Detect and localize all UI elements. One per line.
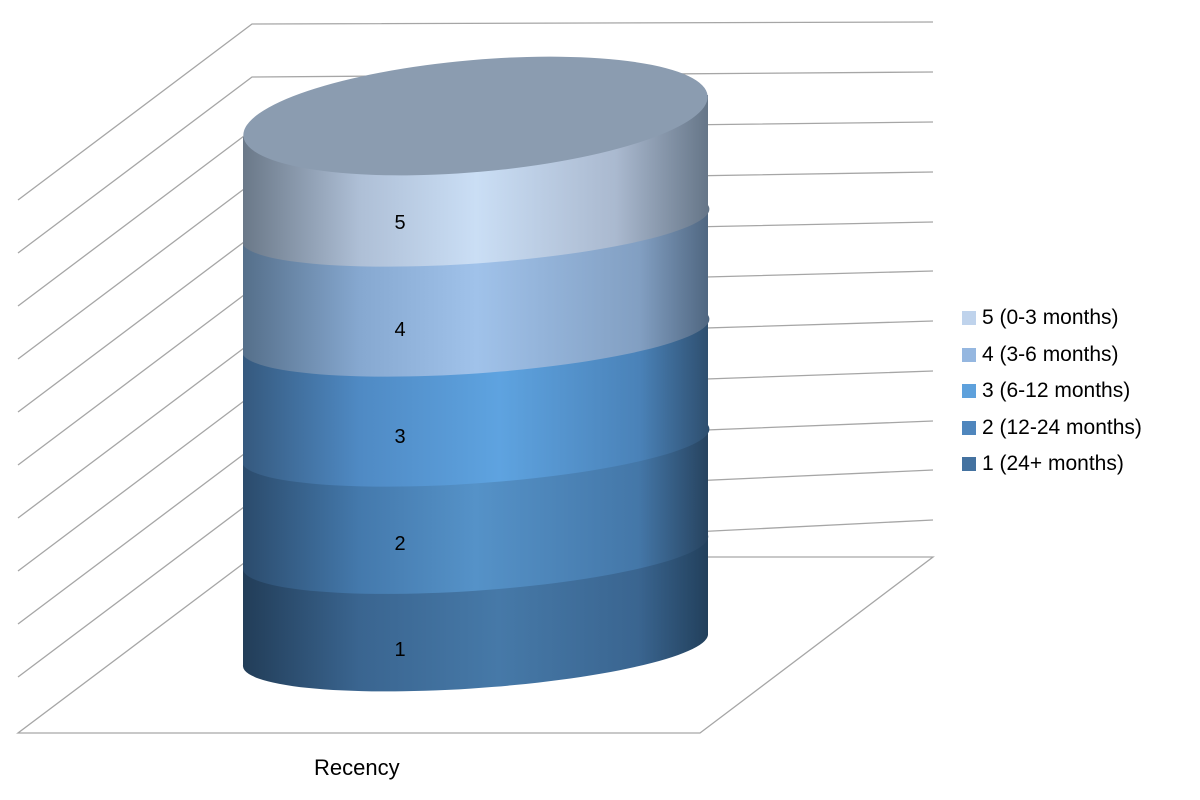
legend-swatch [962,384,976,399]
legend-label: 5 (0-3 months) [982,306,1119,330]
x-axis-label: Recency [314,755,400,780]
chart-floor [16,556,935,734]
cylinder-top [243,56,708,176]
data-label-2: 2 [394,533,406,555]
legend-label: 4 (3-6 months) [982,342,1119,366]
legend: 5 (0-3 months) 4 (3-6 months) 3 (6-12 mo… [962,300,1142,483]
legend-label: 1 (24+ months) [982,452,1124,476]
legend-swatch [962,311,976,326]
legend-swatch [962,457,976,472]
cylinder [242,56,710,692]
legend-item-5: 5 (0-3 months) [962,300,1142,337]
data-label-1: 1 [394,639,406,661]
legend-label: 3 (6-12 months) [982,379,1131,403]
legend-item-1: 1 (24+ months) [962,446,1142,483]
legend-item-2: 2 (12-24 months) [962,410,1142,447]
data-label-4: 4 [394,319,406,341]
legend-swatch [962,420,976,435]
legend-label: 2 (12-24 months) [982,415,1142,439]
legend-item-4: 4 (3-6 months) [962,337,1142,374]
data-label-3: 3 [394,426,406,448]
legend-swatch [962,347,976,362]
legend-item-3: 3 (6-12 months) [962,373,1142,410]
data-label-5: 5 [394,212,406,234]
